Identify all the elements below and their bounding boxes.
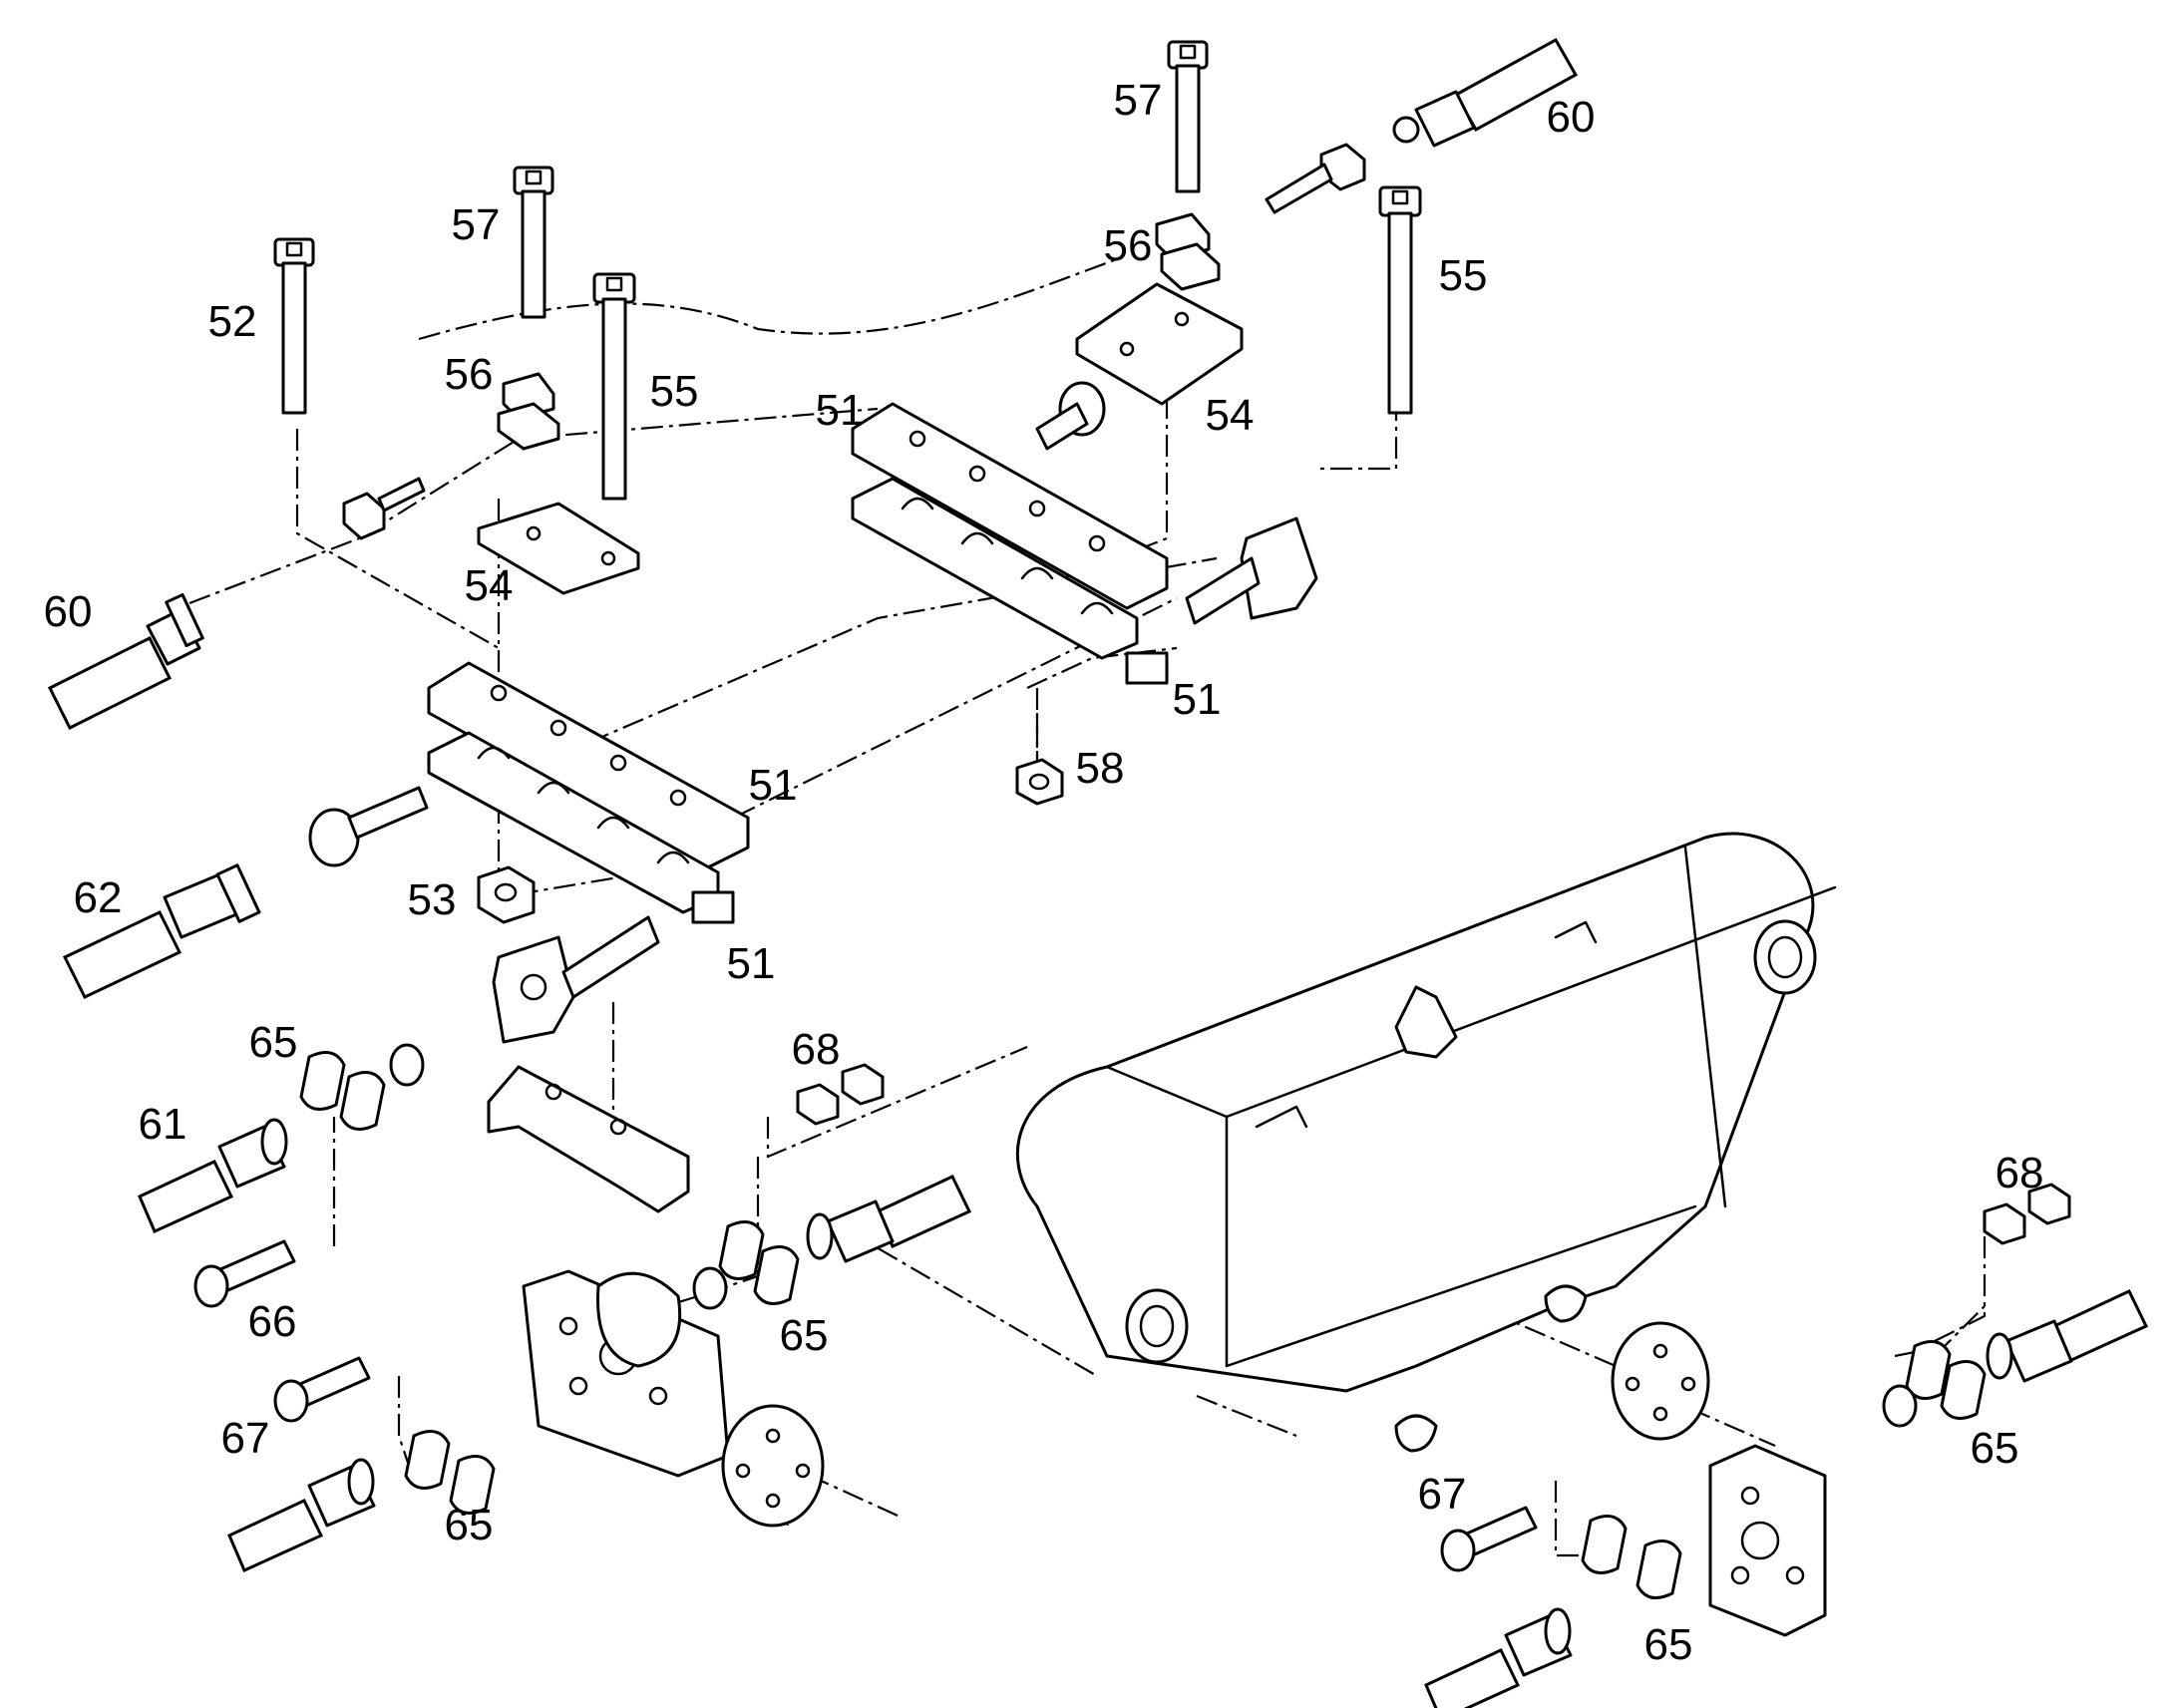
clamp-block-51-right-upper	[851, 402, 1169, 610]
hose-62	[62, 863, 261, 999]
screw-67-left	[273, 1356, 371, 1423]
callout-62: 62	[73, 873, 123, 922]
callout-56: 56	[1103, 221, 1153, 270]
callout-65: 65	[1643, 1620, 1693, 1669]
callout-65: 65	[779, 1311, 829, 1360]
hose-left-lower	[227, 1458, 376, 1572]
hose-mid	[806, 1175, 972, 1263]
tube-middle-left	[308, 786, 429, 867]
bracket-plate-left	[522, 1269, 730, 1478]
callout-67: 67	[1417, 1470, 1467, 1519]
screw-67-right	[1440, 1506, 1538, 1572]
nut-68-left	[796, 1063, 885, 1126]
hose-right-mid	[1986, 1289, 2149, 1383]
callout-61: 61	[138, 1100, 187, 1149]
callout-52: 52	[207, 297, 257, 346]
bolt-52	[273, 237, 315, 415]
hose-60-right	[1392, 37, 1579, 148]
clamp-block-51-left-lower	[427, 731, 735, 924]
boom-arm	[1015, 832, 1837, 1453]
plate-54-left	[477, 502, 640, 595]
disc-right	[1611, 1321, 1710, 1441]
clamp-block-51-right-lower	[851, 477, 1169, 685]
callout-65: 65	[444, 1501, 494, 1549]
flanged-tube	[492, 915, 660, 1044]
callout-65: 65	[1970, 1424, 2019, 1473]
tube-upper-left	[342, 477, 426, 540]
bracket-plate-right	[1708, 1444, 1827, 1637]
bolt-55-right	[1378, 185, 1422, 415]
flange-65-set-4	[1581, 1515, 1682, 1599]
hose-right-lower	[1424, 1607, 1573, 1708]
callout-57: 57	[1113, 76, 1163, 125]
clip-56-right	[1155, 212, 1221, 291]
clip-56-left	[497, 372, 560, 451]
bolt-55-left	[592, 272, 636, 501]
flanged-tube-right	[1185, 516, 1318, 625]
callout-51: 51	[1172, 675, 1222, 724]
callout-67: 67	[220, 1414, 270, 1463]
callout-51: 51	[815, 386, 865, 435]
callout-51: 51	[726, 939, 776, 988]
screw-66	[193, 1239, 296, 1308]
nut-53	[477, 865, 536, 924]
callout-55: 55	[649, 367, 699, 416]
callout-66: 66	[247, 1297, 297, 1346]
tube-upper-right-top	[1265, 143, 1366, 214]
callout-65: 65	[248, 1018, 298, 1067]
flange-65-set-2	[692, 1220, 800, 1310]
flange-65-set-5	[1882, 1340, 1987, 1428]
callout-60: 60	[43, 587, 93, 636]
clamp-block-51-left-upper	[427, 661, 750, 869]
callout-53: 53	[407, 875, 457, 924]
callout-56: 56	[444, 350, 494, 399]
plate-54-right	[1075, 282, 1244, 406]
callout-60: 60	[1546, 93, 1596, 142]
callout-51: 51	[748, 761, 798, 810]
callout-54: 54	[464, 561, 514, 610]
callout-58: 58	[1075, 744, 1125, 793]
nut-68-right	[1983, 1183, 2071, 1245]
flange-65-set-1	[299, 1043, 425, 1131]
hose-60-left	[47, 592, 204, 731]
bolt-57-right	[1167, 40, 1209, 193]
callout-68: 68	[1995, 1149, 2044, 1197]
flange-65-set-3	[404, 1430, 496, 1515]
disc-left	[721, 1404, 825, 1528]
callout-68: 68	[791, 1025, 841, 1074]
u-bracket	[487, 1065, 690, 1213]
nut-58	[1015, 758, 1064, 806]
hose-61	[138, 1118, 288, 1233]
callout-57: 57	[451, 200, 501, 249]
bolt-57-left	[513, 166, 554, 319]
tube-upper-right	[1035, 381, 1106, 451]
callout-54: 54	[1205, 391, 1255, 440]
callout-55: 55	[1438, 251, 1488, 300]
